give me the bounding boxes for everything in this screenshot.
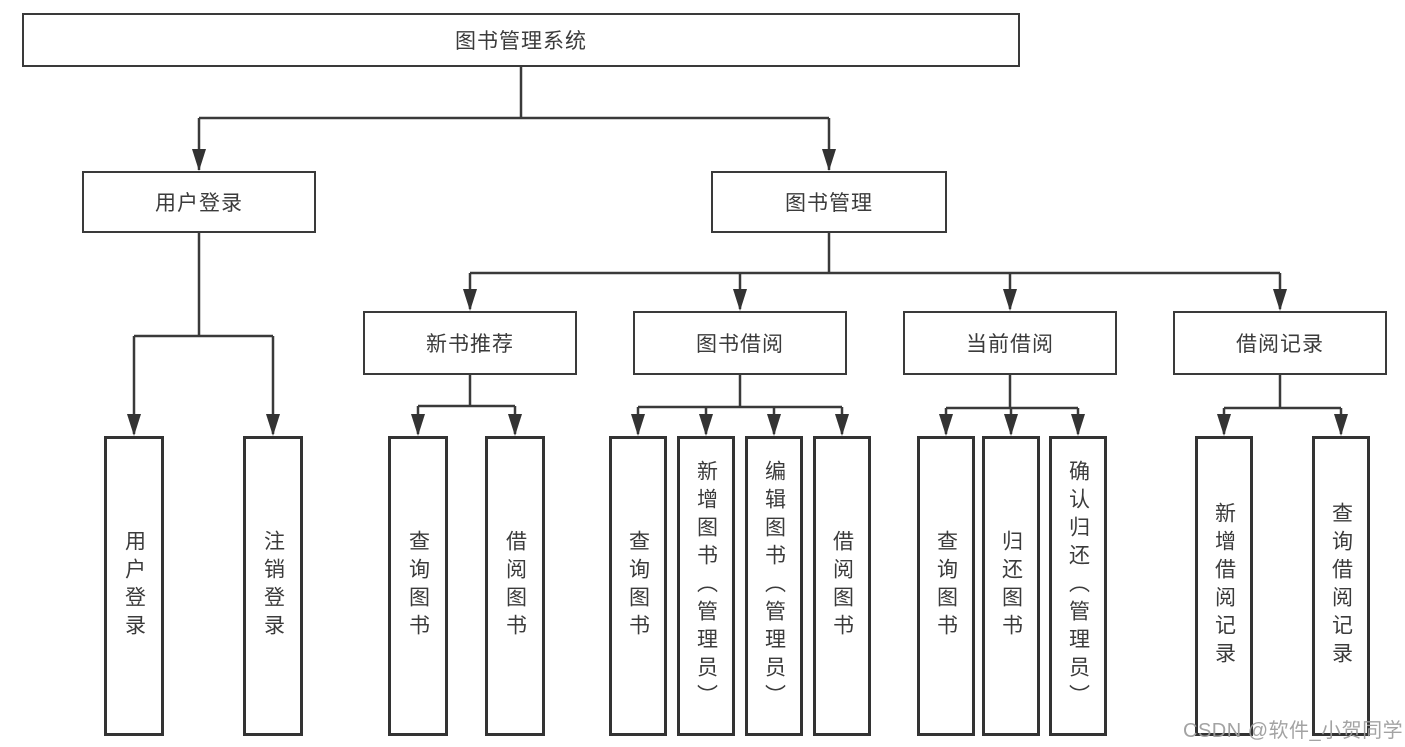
arrowheads bbox=[127, 149, 1348, 436]
node-label: 查询图书 bbox=[934, 530, 958, 642]
edge-userlogin-to-leaves bbox=[132, 232, 275, 434]
node-label: 新书推荐 bbox=[426, 333, 514, 356]
leaf-edit-books-admin: 编辑图书（管理员） bbox=[745, 436, 803, 736]
node-book-management: 图书管理 bbox=[711, 171, 947, 233]
node-label: 归还图书 bbox=[999, 530, 1023, 642]
node-borrowing-records: 借阅记录 bbox=[1173, 311, 1387, 375]
node-book-borrowing: 图书借阅 bbox=[633, 311, 847, 375]
arrowhead bbox=[1334, 414, 1348, 436]
arrowhead bbox=[411, 414, 425, 436]
edge-root-to-level2 bbox=[197, 66, 831, 170]
arrowhead bbox=[266, 414, 280, 436]
node-label: 查询借阅记录 bbox=[1329, 502, 1353, 670]
arrowhead bbox=[631, 414, 645, 436]
node-label: 编辑图书（管理员） bbox=[762, 460, 786, 712]
leaf-query-borrow-record: 查询借阅记录 bbox=[1312, 436, 1370, 736]
node-library-management-system: 图书管理系统 bbox=[22, 13, 1020, 67]
arrowhead bbox=[1003, 289, 1017, 311]
edge-bookmgmt-to-level3 bbox=[468, 232, 1282, 309]
leaf-logout: 注销登录 bbox=[243, 436, 303, 736]
arrowhead bbox=[822, 149, 836, 171]
arrowhead bbox=[1217, 414, 1231, 436]
node-label: 新增图书（管理员） bbox=[694, 460, 718, 712]
arrowhead bbox=[192, 149, 206, 171]
edge-borrowrecords-to-leaves bbox=[1222, 375, 1343, 434]
node-current-borrowing: 当前借阅 bbox=[903, 311, 1117, 375]
csdn-watermark: CSDN @软件_小贺同学 bbox=[1183, 720, 1404, 742]
leaf-borrow-books-newbook: 借阅图书 bbox=[485, 436, 545, 736]
arrowhead bbox=[939, 414, 953, 436]
arrowhead bbox=[508, 414, 522, 436]
arrowhead bbox=[699, 414, 713, 436]
leaf-query-books-current: 查询图书 bbox=[917, 436, 975, 736]
leaf-add-borrow-record: 新增借阅记录 bbox=[1195, 436, 1253, 736]
arrowhead bbox=[1071, 414, 1085, 436]
leaf-confirm-return-admin: 确认归还（管理员） bbox=[1049, 436, 1107, 736]
arrowhead bbox=[463, 289, 477, 311]
node-label: 借阅记录 bbox=[1236, 333, 1324, 356]
node-label: 新增借阅记录 bbox=[1212, 502, 1236, 670]
node-label: 图书管理 bbox=[785, 192, 873, 215]
arrowhead bbox=[733, 289, 747, 311]
edge-bookborrow-to-leaves bbox=[636, 375, 844, 434]
node-label: 当前借阅 bbox=[966, 333, 1054, 356]
node-user-login: 用户登录 bbox=[82, 171, 316, 233]
leaf-query-books-newbook: 查询图书 bbox=[388, 436, 448, 736]
arrowhead bbox=[767, 414, 781, 436]
node-label: 图书管理系统 bbox=[455, 30, 587, 53]
node-label: 查询图书 bbox=[626, 530, 650, 642]
node-label: 用户登录 bbox=[122, 530, 146, 642]
leaf-user-login: 用户登录 bbox=[104, 436, 164, 736]
node-label: 确认归还（管理员） bbox=[1066, 460, 1090, 712]
node-new-book-recommendation: 新书推荐 bbox=[363, 311, 577, 375]
node-label: 查询图书 bbox=[406, 530, 430, 642]
node-label: 图书借阅 bbox=[696, 333, 784, 356]
leaf-query-books-borrowing: 查询图书 bbox=[609, 436, 667, 736]
leaf-borrow-books-borrowing: 借阅图书 bbox=[813, 436, 871, 736]
node-label: 借阅图书 bbox=[503, 530, 527, 642]
node-label: 注销登录 bbox=[261, 530, 285, 642]
arrowhead bbox=[835, 414, 849, 436]
leaf-return-books: 归还图书 bbox=[982, 436, 1040, 736]
node-label: 用户登录 bbox=[155, 192, 243, 215]
arrowhead bbox=[127, 414, 141, 436]
edge-newbookrec-to-leaves bbox=[416, 375, 517, 434]
arrowhead bbox=[1273, 289, 1287, 311]
node-label: 借阅图书 bbox=[830, 530, 854, 642]
arrowhead bbox=[1004, 414, 1018, 436]
leaf-add-books-admin: 新增图书（管理员） bbox=[677, 436, 735, 736]
